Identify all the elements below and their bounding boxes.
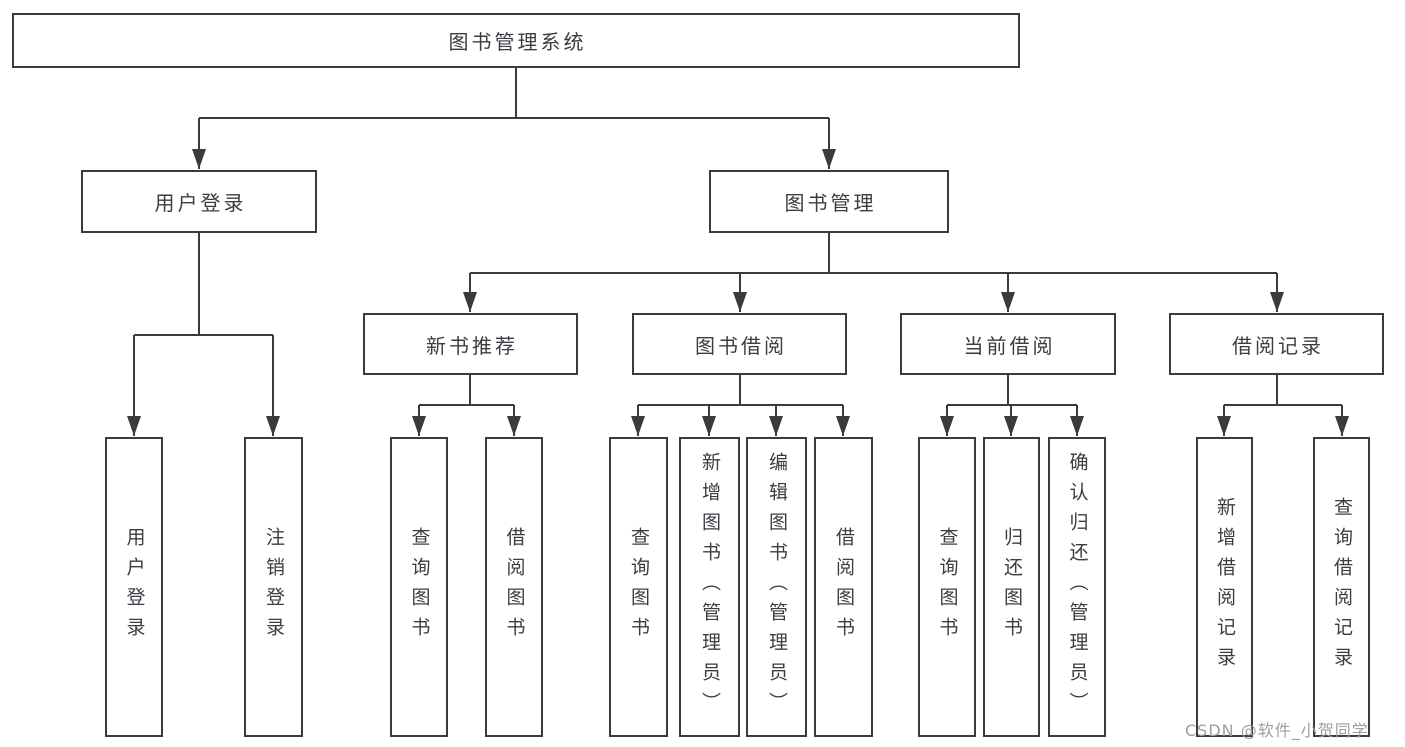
connector-root-to-level2 <box>192 68 836 169</box>
node-user-login: 用户登录 <box>81 170 317 233</box>
leaf-return-books: 归还图书 <box>983 437 1040 737</box>
connector-user-login-to-leaves <box>127 233 280 436</box>
leaf-borrow-books-recommend: 借阅图书 <box>485 437 543 737</box>
leaf-edit-book-admin: 编辑图书（管理员） <box>746 437 807 737</box>
node-label: 用户登录 <box>123 527 146 647</box>
node-label: 查询图书 <box>936 527 959 647</box>
connector-borrowing-records-to-leaves <box>1217 375 1349 436</box>
connector-book-management-to-level3 <box>463 233 1284 312</box>
connector-current-borrowing-to-leaves <box>940 375 1084 436</box>
node-label: 查询图书 <box>628 527 650 647</box>
node-current-borrowing: 当前借阅 <box>900 313 1116 375</box>
node-library-management-system: 图书管理系统 <box>12 13 1020 68</box>
connector-new-book-recommendation-to-leaves <box>412 375 521 436</box>
leaf-logout: 注销登录 <box>244 437 303 737</box>
leaf-query-books-current: 查询图书 <box>918 437 976 737</box>
node-label: 新增借阅记录 <box>1214 497 1236 677</box>
watermark: CSDN @软件_小贺同学 <box>1185 721 1369 740</box>
node-label: 用户登录 <box>154 191 247 215</box>
node-label: 确认归还（管理员） <box>1066 452 1089 722</box>
node-borrowing-records: 借阅记录 <box>1169 313 1384 375</box>
leaf-query-borrow-record: 查询借阅记录 <box>1313 437 1370 737</box>
node-book-management: 图书管理 <box>709 170 949 233</box>
node-label: 借阅图书 <box>833 527 855 647</box>
node-label: 查询图书 <box>408 527 431 647</box>
node-label: 查询借阅记录 <box>1331 497 1353 677</box>
connector-book-borrowing-to-leaves <box>631 375 850 436</box>
leaf-add-book-admin: 新增图书（管理员） <box>679 437 740 737</box>
node-book-borrowing: 图书借阅 <box>632 313 847 375</box>
node-label: 图书借阅 <box>695 333 787 358</box>
node-label: 新增图书（管理员） <box>699 452 721 722</box>
leaf-confirm-return-admin: 确认归还（管理员） <box>1048 437 1106 737</box>
node-label: 注销登录 <box>263 527 285 647</box>
node-label: 借阅图书 <box>503 527 526 647</box>
leaf-add-borrow-record: 新增借阅记录 <box>1196 437 1253 737</box>
leaf-query-books-borrow: 查询图书 <box>609 437 668 737</box>
node-new-book-recommendation: 新书推荐 <box>363 313 578 375</box>
node-label: 编辑图书（管理员） <box>766 452 788 722</box>
node-label: 当前借阅 <box>963 333 1056 358</box>
node-label: 新书推荐 <box>426 333 518 358</box>
node-label: 图书管理系统 <box>448 30 587 54</box>
leaf-query-books-recommend: 查询图书 <box>390 437 448 737</box>
node-label: 借阅记录 <box>1232 333 1324 358</box>
leaf-borrow-books-borrow: 借阅图书 <box>814 437 873 737</box>
leaf-user-login: 用户登录 <box>105 437 163 737</box>
node-label: 归还图书 <box>1001 527 1023 647</box>
node-label: 图书管理 <box>784 191 877 215</box>
